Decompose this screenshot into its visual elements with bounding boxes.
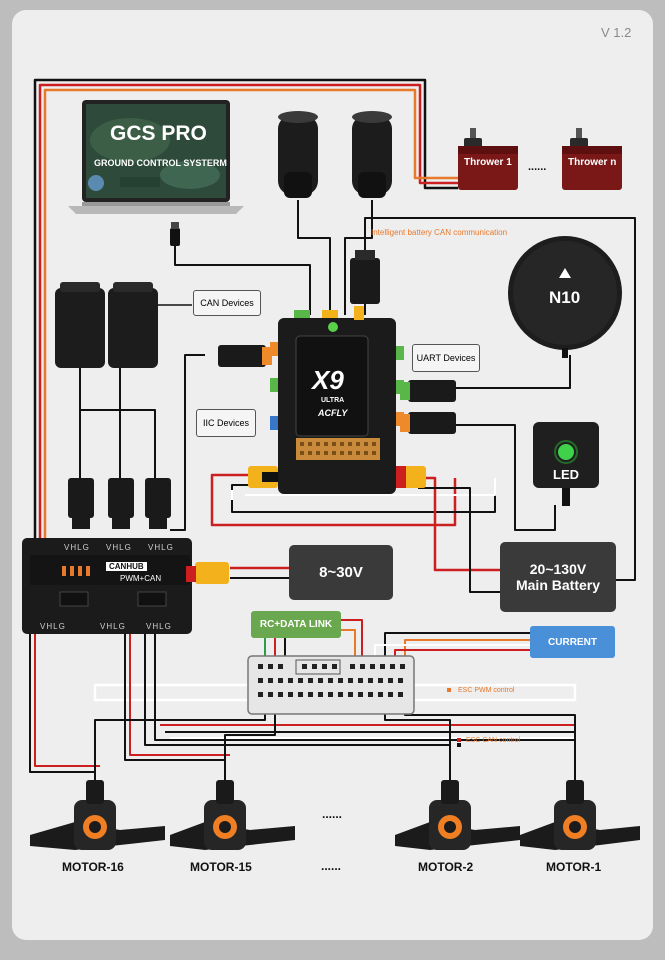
canhub-pins-top-2: VHLG <box>106 543 132 552</box>
canhub-pins-bottom-1: VHLG <box>40 622 66 631</box>
thrower-1-label: Thrower 1 <box>464 157 512 168</box>
version-label: V 1.2 <box>601 25 632 40</box>
antenna-right <box>352 111 392 198</box>
thrower-1 <box>458 128 518 190</box>
canhub-pins-bottom-2: VHLG <box>100 622 126 631</box>
motor-1-label: MOTOR-1 <box>546 860 602 874</box>
motor-15-graphic <box>170 780 295 850</box>
current-sensor-box: CURRENT <box>530 626 615 658</box>
main-battery-voltage: 20~130V <box>529 561 587 577</box>
power-8-30v-box: 8~30V <box>289 545 393 600</box>
led-module <box>533 422 599 506</box>
canhub-pins-bottom-3: VHLG <box>146 622 172 631</box>
canhub-board <box>22 538 229 634</box>
flight-controller-x9 <box>270 306 404 494</box>
wire-thrower-black <box>33 78 458 570</box>
rc-data-link-box: RC+DATA LINK <box>251 611 341 638</box>
antenna-left <box>278 111 318 198</box>
fc-brand: ACFLY <box>318 408 348 418</box>
esc-can-label: ESC CAN control <box>466 737 521 744</box>
motor-dots-label: ...... <box>321 859 342 873</box>
battery-can-label: Intelligent battery CAN communication <box>371 228 508 237</box>
fc-sub: ULTRA <box>321 397 345 404</box>
motor-15-label: MOTOR-15 <box>190 860 252 874</box>
can-devices-label: CAN Devices <box>193 290 261 316</box>
can-device-module-1 <box>55 282 105 368</box>
arrow-up-icon <box>559 268 571 278</box>
xt60-right <box>396 466 426 488</box>
laptop <box>68 100 244 214</box>
thrower-ellipsis: ...... <box>528 161 547 173</box>
uart-devices-label: UART Devices <box>412 344 480 372</box>
motor-16-label: MOTOR-16 <box>62 860 124 874</box>
wire-usb <box>174 245 311 315</box>
xt60-left <box>248 466 278 488</box>
usb-plug-icon <box>170 222 180 246</box>
gcs-subtitle: GROUND CONTROL SYSTERM <box>94 158 227 168</box>
canhub-type: PWM+CAN <box>120 574 162 583</box>
canhub-brand: CANHUB <box>106 562 147 571</box>
motors-mid-dots: ...... <box>322 807 343 821</box>
motor-2-graphic <box>395 780 520 850</box>
fc-gps-connector <box>400 380 456 402</box>
can-connectors <box>68 478 171 529</box>
motor-2-label: MOTOR-2 <box>418 860 474 874</box>
canhub-pins-top-3: VHLG <box>148 543 174 552</box>
fc-can-connector <box>218 345 272 367</box>
gcs-title: GCS PRO <box>110 122 207 145</box>
battery-can-plug <box>350 250 380 304</box>
breakout-board <box>247 655 415 715</box>
fc-name: X9 <box>312 365 344 395</box>
wire-battery-can <box>364 217 636 581</box>
gps-label: N10 <box>549 288 581 307</box>
wire-thrower-red <box>38 83 458 570</box>
thrower-n <box>562 128 622 190</box>
main-battery-box: 20~130V Main Battery <box>500 542 616 612</box>
fc-battery-connector <box>400 412 456 434</box>
can-device-module-2 <box>108 282 158 368</box>
motor-1-graphic <box>520 780 640 850</box>
wire-thrower-orange <box>43 88 458 570</box>
iic-devices-label: IIC Devices <box>196 409 256 437</box>
gps-n10 <box>508 236 622 358</box>
thrower-n-label: Thrower n <box>568 157 617 168</box>
motor-16-graphic <box>30 780 165 850</box>
esc-pwm-label: ESC PWM control <box>458 687 515 694</box>
canhub-pins-top-1: VHLG <box>64 543 90 552</box>
led-label: LED <box>553 467 579 482</box>
main-battery-title: Main Battery <box>515 577 601 593</box>
